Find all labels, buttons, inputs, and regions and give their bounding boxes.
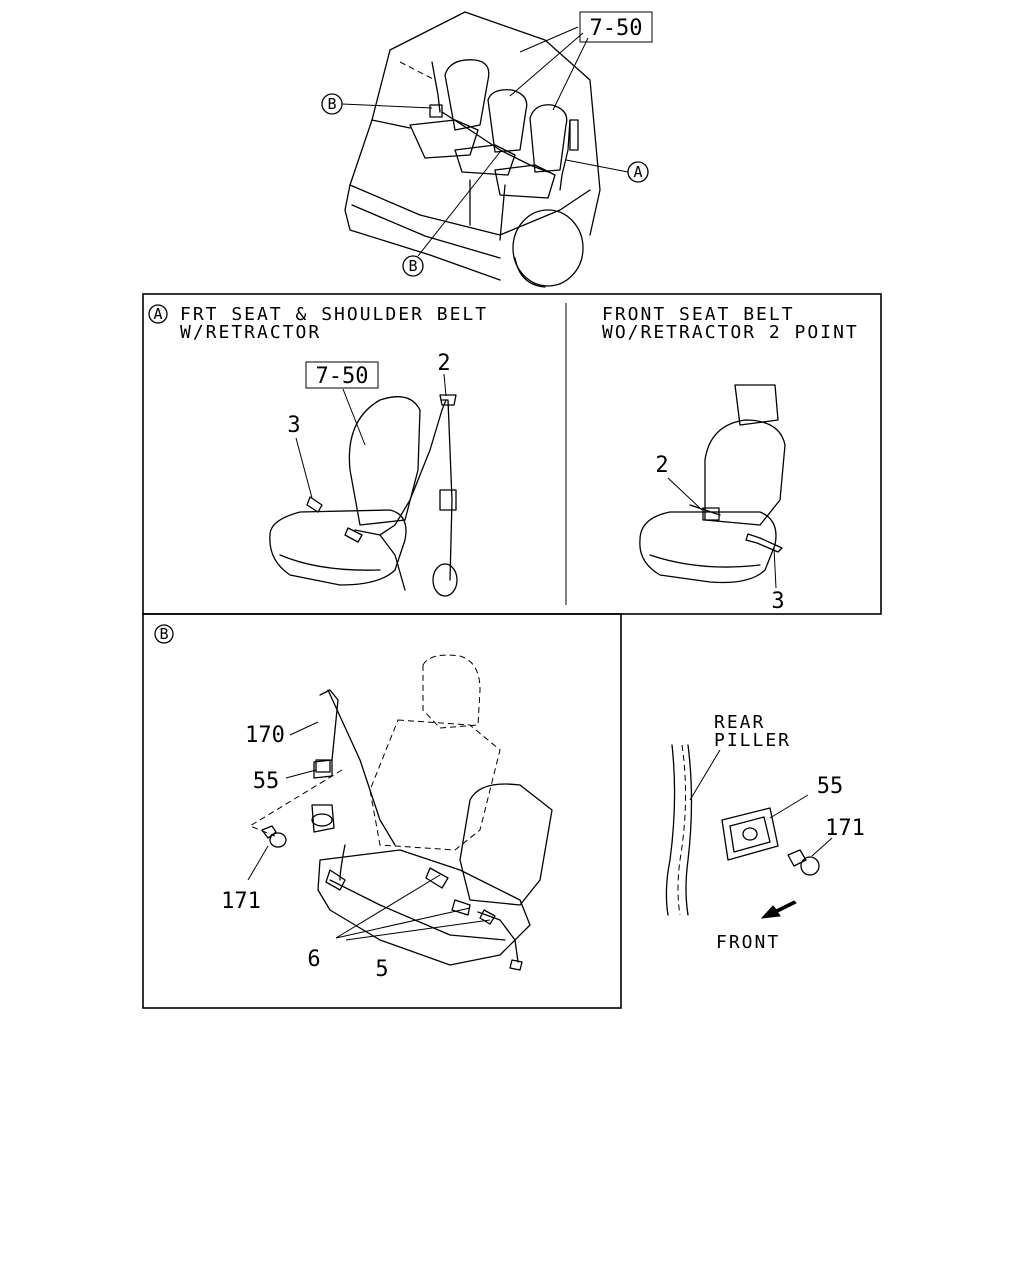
svg-text:A: A xyxy=(153,305,162,323)
panel-a-ref-box: 7-50 xyxy=(305,361,379,446)
panel-b-part-6-label: 6 xyxy=(307,947,320,972)
panel-a-part-3-leader xyxy=(295,437,313,499)
panel-a-seat-with-retractor-drawing xyxy=(269,394,458,597)
pillar-label-line2: PILLER xyxy=(714,730,791,751)
overview-ref-leaders xyxy=(509,26,589,111)
panel-b-part-55-label: 55 xyxy=(253,769,280,794)
panel-b-assembly-line xyxy=(248,769,343,837)
panel-b-part-170-label: 170 xyxy=(245,723,285,748)
panel-b-frame xyxy=(142,613,622,1009)
panel-b-part-5-label: 5 xyxy=(375,957,388,982)
cab-overview-drawing xyxy=(344,11,601,288)
panel-a-right-part-2-leader xyxy=(667,477,703,511)
panel-a-right-title-line2: WO/RETRACTOR 2 POINT xyxy=(602,322,859,343)
panel-b-part-171-leader xyxy=(247,845,269,881)
panel-a-part-2-label: 2 xyxy=(437,351,450,376)
panel-a-marker: A xyxy=(148,304,168,324)
svg-text:B: B xyxy=(327,95,336,113)
front-direction-label: FRONT xyxy=(716,932,780,953)
overview-ref-label: 7-50 xyxy=(590,16,643,41)
svg-text:7-50: 7-50 xyxy=(316,364,369,389)
panel-b-part-171-label: 171 xyxy=(221,889,261,914)
panel-a-right-title-line1: FRONT SEAT BELT xyxy=(602,304,795,325)
panel-a-right-seat-2point-drawing xyxy=(639,384,786,584)
overview-callout-a: A xyxy=(565,159,649,183)
panel-b-bench-seat-drawing xyxy=(311,654,553,971)
pillar-label-line1: REAR xyxy=(714,712,765,733)
panel-a-part-2-leader xyxy=(443,373,447,397)
panel-a-title-line2: W/RETRACTOR xyxy=(180,322,321,343)
panel-a-right-part-3-leader xyxy=(773,547,777,589)
svg-text:B: B xyxy=(408,257,417,275)
panel-b-part-55-leader xyxy=(285,769,317,779)
front-arrow-icon xyxy=(760,900,797,919)
pillar-part-171-label: 171 xyxy=(825,816,865,841)
panel-a-right-part-2-label: 2 xyxy=(655,453,668,478)
pillar-bezel-55 xyxy=(721,794,809,861)
overview-callout-b-lower: B xyxy=(402,151,501,277)
panel-b-bezel-55 xyxy=(313,759,333,779)
pillar-part-55-label: 55 xyxy=(817,774,844,799)
pillar-bolt-171 xyxy=(787,837,833,876)
panel-a-part-3-label: 3 xyxy=(287,413,300,438)
panel-a-title-line1: FRT SEAT & SHOULDER BELT xyxy=(180,304,488,325)
rear-pillar-drawing xyxy=(665,744,721,916)
overview-ref-box: 7-50 xyxy=(509,11,653,111)
panel-b-marker: B xyxy=(154,624,174,644)
panel-a-right-part-3-label: 3 xyxy=(771,589,784,614)
overview-callout-b-upper: B xyxy=(321,93,433,115)
svg-text:B: B xyxy=(159,625,168,643)
svg-text:A: A xyxy=(633,163,642,181)
panel-b-bolt-171 xyxy=(261,825,287,848)
panel-b-part-170-leader xyxy=(289,721,319,736)
